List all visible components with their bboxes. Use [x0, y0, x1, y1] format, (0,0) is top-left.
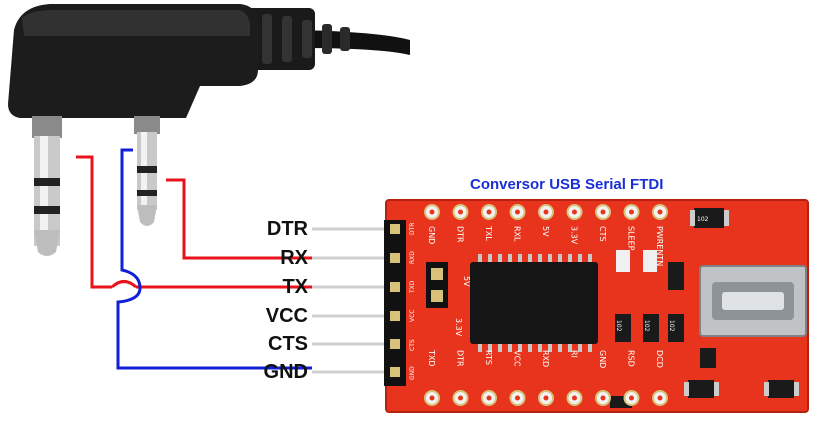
silk-bottom-label: GND: [598, 350, 607, 368]
component-label-4: 102: [668, 320, 675, 332]
pad-top-hole: [629, 209, 634, 215]
wire-rx: [166, 178, 312, 260]
component-label-3: 102: [643, 320, 650, 332]
pad-bottom-hole: [629, 395, 634, 401]
pad-top-hole: [600, 209, 606, 215]
silk-header-label: GND: [409, 366, 416, 380]
pin-stubs: [312, 227, 392, 374]
pad-top-hole: [543, 209, 549, 215]
silkscreen-bottom: TXD DTR RTS VCC RXD RI GND RSD DCD: [427, 349, 664, 368]
pin-label-rx: RX: [280, 247, 308, 269]
silkscreen-top: GND DTR TXL RXL 5V 3.3V CTS SLEEP PWRENTN: [427, 225, 664, 266]
silk-bottom-label: DTR: [456, 350, 465, 367]
header-pins: [390, 224, 400, 377]
wire-gnd-lower: [116, 150, 312, 370]
pad-top-hole: [429, 209, 435, 215]
pad-top-hole: [657, 209, 663, 215]
component-label-2: 102: [615, 320, 622, 332]
silk-header-label: CTS: [409, 339, 416, 351]
jumper-label-5v: 5V: [462, 276, 471, 287]
wire-tx: [76, 155, 312, 289]
pin-label-tx: TX: [282, 276, 308, 298]
radio-plug-connector: [8, 4, 410, 256]
pad-bottom-hole: [543, 395, 549, 401]
pin-label-cts: CTS: [268, 333, 308, 355]
pad-bottom-hole: [515, 395, 520, 401]
silk-header-label: RXD: [409, 251, 416, 264]
silk-bottom-label: RTS: [484, 350, 493, 365]
silk-top-label: 3.3V: [570, 226, 579, 245]
pad-bottom-hole: [600, 395, 606, 401]
plug-pin-long: [32, 116, 62, 256]
silk-bottom-label: RSD: [627, 350, 636, 367]
plug-pin-short: [134, 116, 160, 226]
pad-top-hole: [572, 209, 577, 215]
silkscreen-header: GND CTS VCC TXD RXD DTR: [409, 223, 416, 380]
ftdi-chip: [470, 262, 598, 344]
pin-label-gnd: GND: [263, 361, 308, 383]
silk-bottom-label: VCC: [513, 350, 522, 367]
silk-top-label: 5V: [541, 226, 550, 237]
wires: [76, 148, 392, 374]
silk-top-label: PWRENTN: [655, 226, 664, 266]
cable: [300, 30, 410, 55]
silk-bottom-label: DCD: [655, 350, 664, 368]
pad-bottom-hole: [429, 395, 435, 401]
silk-top-label: SLEEP: [627, 226, 636, 251]
silk-header-label: DTR: [409, 223, 416, 235]
pad-bottom-hole: [657, 395, 663, 401]
mini-usb-connector: [699, 265, 807, 337]
silk-top-label: RXL: [513, 226, 522, 242]
silk-header-label: VCC: [409, 310, 416, 322]
silk-top-label: GND: [427, 226, 436, 244]
pin-label-vcc: VCC: [265, 305, 308, 327]
pad-top-hole: [458, 209, 463, 215]
silk-header-label: TXD: [409, 280, 416, 294]
pad-bottom-hole: [458, 395, 463, 401]
pin-label-dtr: DTR: [266, 218, 308, 240]
silk-bottom-label: TXD: [427, 349, 436, 367]
pad-bottom-hole: [572, 395, 577, 401]
component-label-1: 102: [697, 216, 709, 223]
pin-header: [384, 220, 406, 386]
silk-top-label: TXL: [484, 225, 493, 241]
silk-top-label: DTR: [456, 226, 465, 243]
silk-top-label: CTS: [598, 226, 607, 242]
pad-bottom-hole: [486, 395, 492, 401]
smd-components: [610, 208, 799, 408]
jumper-label-3v3: 3.3V: [454, 318, 463, 337]
pad-top-hole: [486, 209, 492, 215]
wire-gnd: [120, 148, 133, 268]
pad-row-bottom: [424, 390, 668, 406]
ftdi-board: GND DTR TXL RXL 5V 3.3V CTS SLEEP PWRENTN TXD DTR…: [384, 199, 809, 413]
pad-row-top: [424, 204, 668, 220]
diagram-title: Conversor USB Serial FTDI: [470, 176, 664, 193]
silk-bottom-label: RXD: [541, 350, 550, 367]
pin-labels: DTR RX TX VCC CTS GND: [220, 0, 308, 420]
silk-bottom-label: RI: [570, 350, 579, 358]
pad-top-hole: [515, 209, 520, 215]
